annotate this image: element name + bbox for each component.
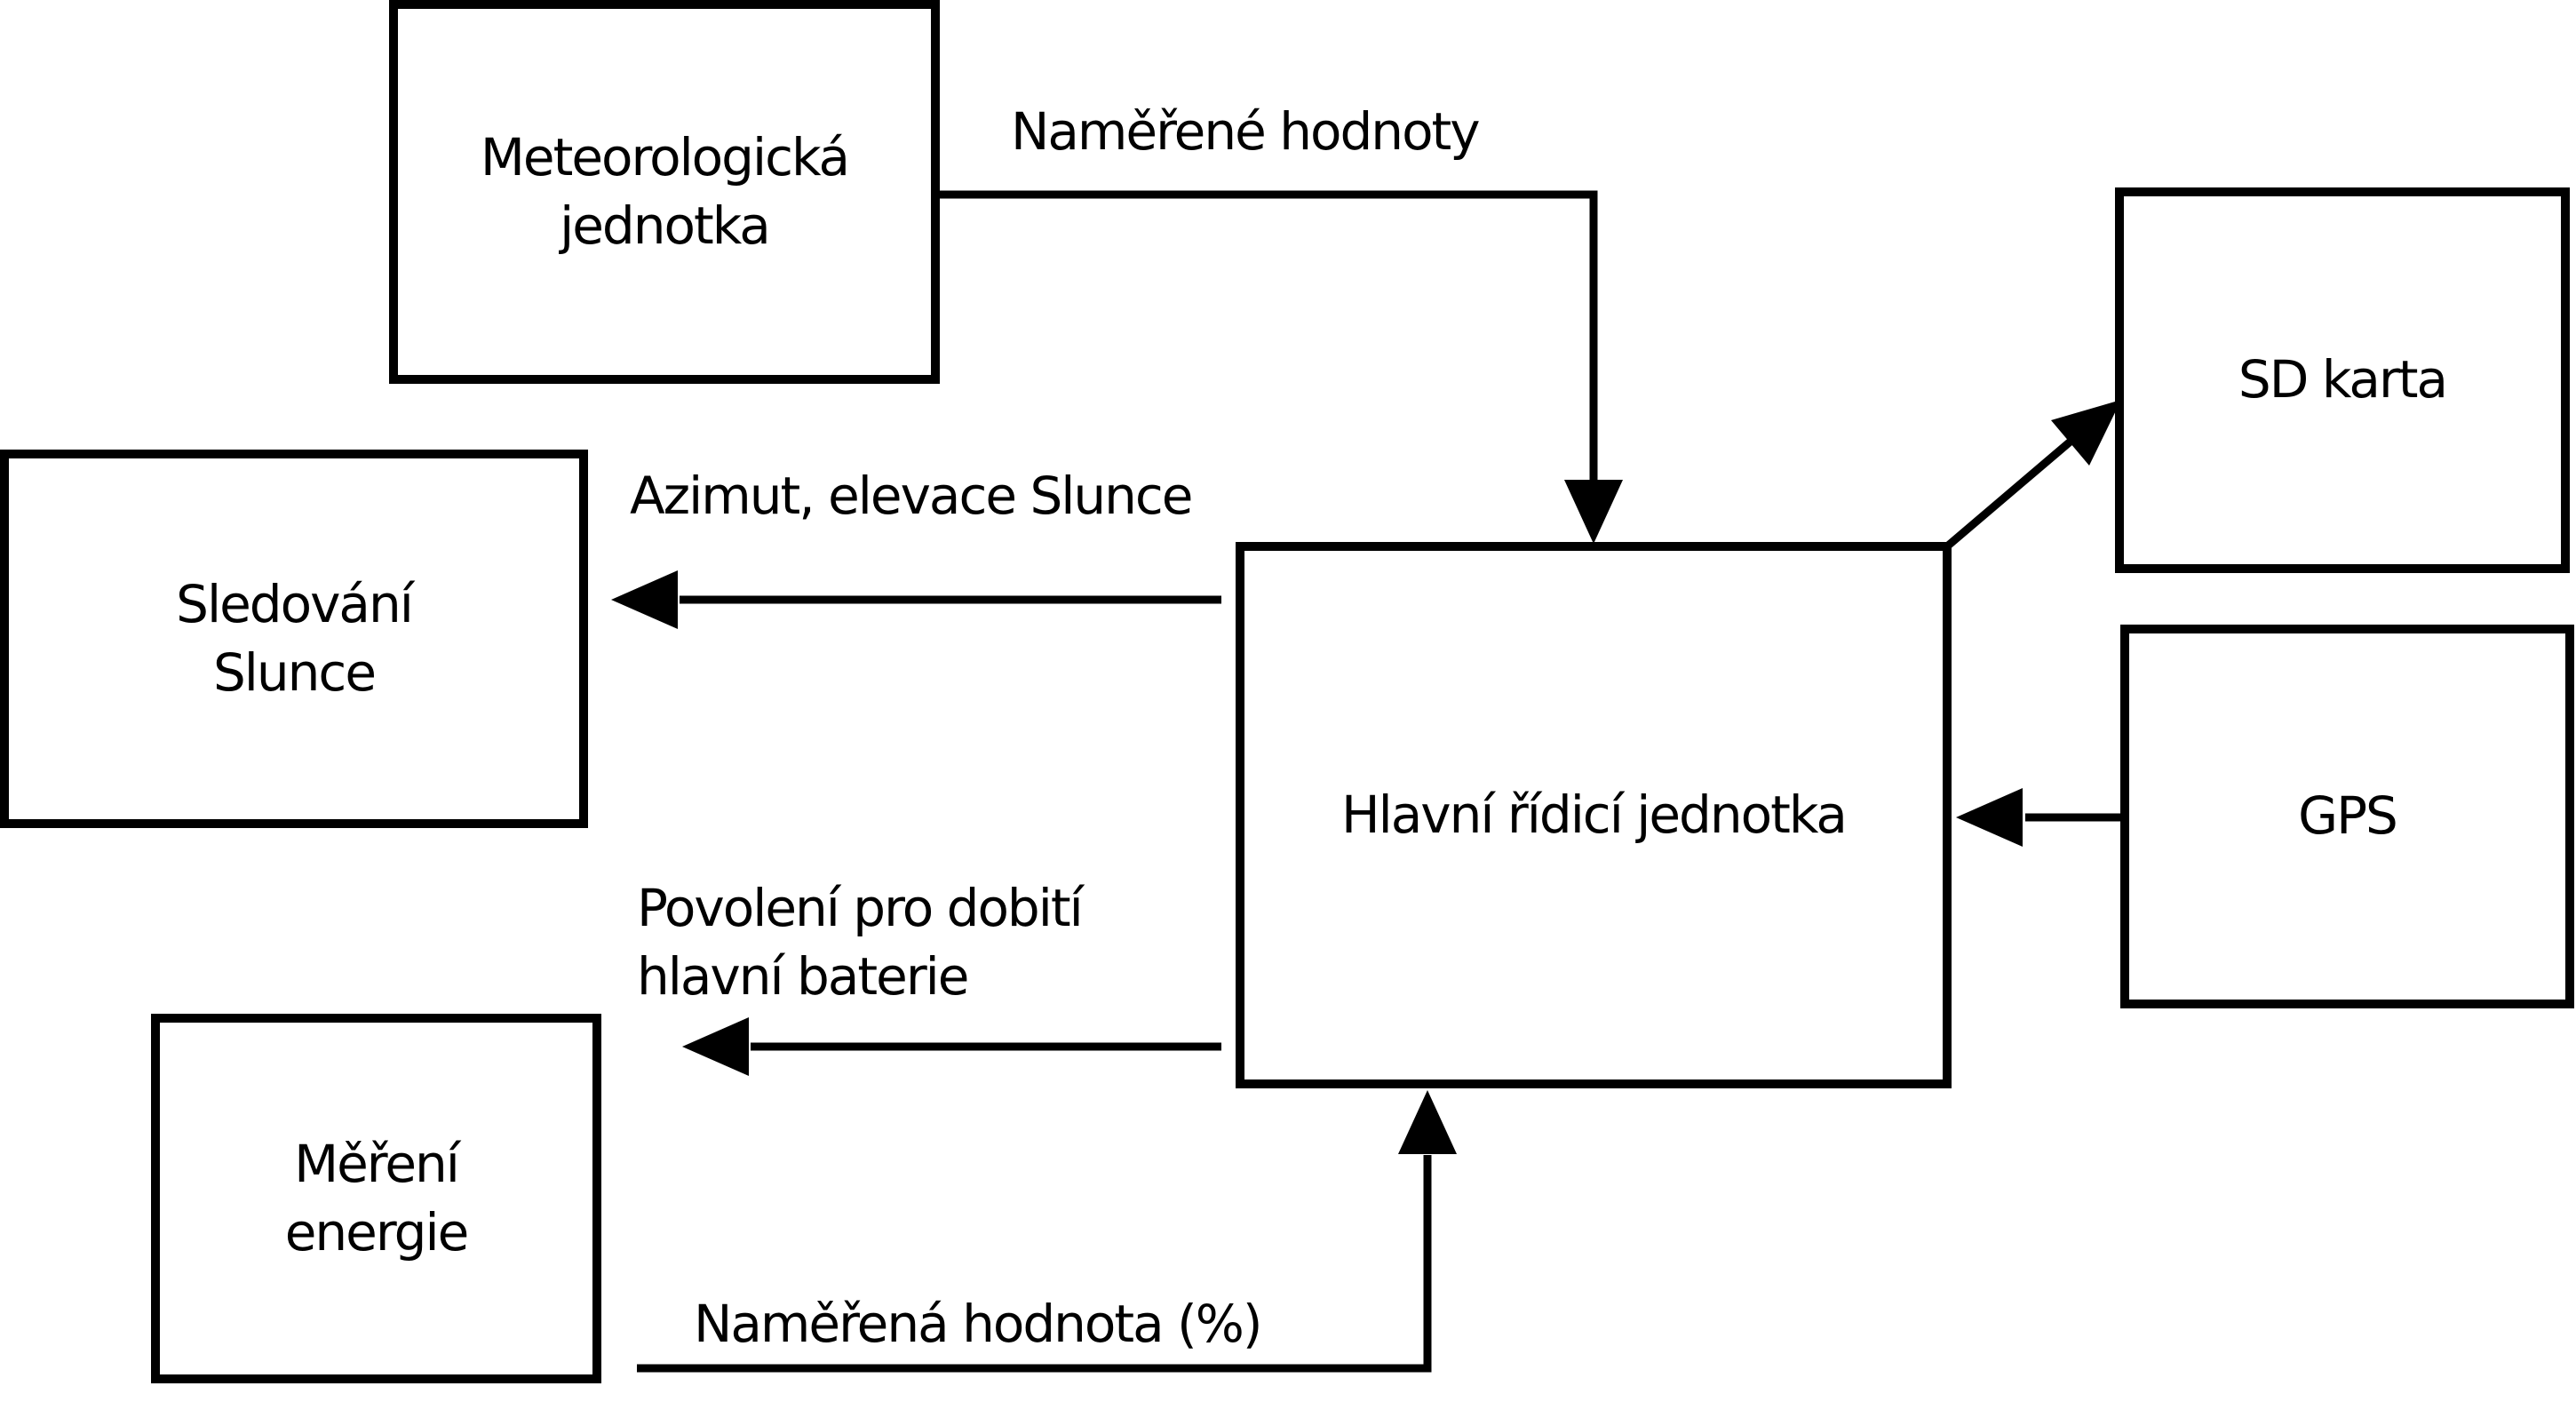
edge-label-namerene-hodnoty: Naměřené hodnoty <box>1011 101 1481 162</box>
edge-label-povoleni-pro-dobiti: Povolení pro dobití hlavní baterie <box>637 878 1084 1008</box>
box-sledovani-slunce: Sledování Slunce <box>0 450 588 828</box>
arrow-hlavni-povoleni <box>682 1017 1221 1076</box>
arrow-hlavni-to-sd <box>1944 400 2121 550</box>
box-gps: GPS <box>2120 625 2574 1008</box>
edge-label-azimut-elevace-slunce: Azimut, elevace Slunce <box>630 466 1193 526</box>
box-sd-karta: SD karta <box>2115 187 2570 573</box>
arrow-hlavni-to-sledovani <box>611 570 1221 629</box>
box-meteorologicka-jednotka: Meteorologická jednotka <box>389 0 940 384</box>
box-meteorologicka-jednotka-label: Meteorologická jednotka <box>480 126 850 256</box>
box-hlavni-ridici-jednotka: Hlavní řídicí jednotka <box>1236 542 1952 1088</box>
box-mereni-energie-label: Měření energie <box>284 1133 470 1263</box>
edge-label-namerena-hodnota: Naměřená hodnota (%) <box>694 1294 1262 1354</box>
box-sd-karta-label: SD karta <box>2238 349 2448 410</box>
box-hlavni-ridici-jednotka-label: Hlavní řídicí jednotka <box>1341 784 1848 845</box>
box-mereni-energie: Měření energie <box>151 1014 601 1383</box>
box-sledovani-slunce-label: Sledování Slunce <box>176 573 414 703</box>
box-gps-label: GPS <box>2298 785 2398 847</box>
arrow-gps-to-hlavni <box>1956 788 2125 847</box>
